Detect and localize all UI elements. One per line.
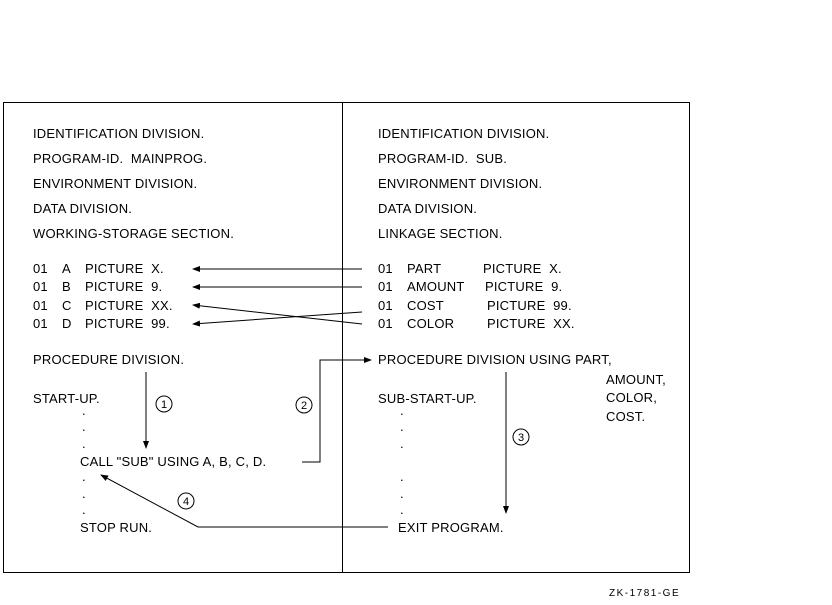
- call-statement: CALL "SUB" USING A, B, C, D.: [80, 454, 267, 469]
- item-name: AMOUNT: [407, 279, 465, 294]
- arrow-step-2: [302, 357, 372, 463]
- ellipsis-dot: .: [82, 486, 86, 501]
- step-4-marker: 4: [177, 492, 195, 510]
- item-picture: PICTURE 99.: [487, 298, 572, 313]
- svg-text:3: 3: [518, 432, 524, 444]
- level: 01: [378, 316, 393, 331]
- main-working-storage: WORKING-STORAGE SECTION.: [33, 226, 235, 241]
- using-param: AMOUNT,: [606, 372, 666, 387]
- item-picture: PICTURE 99.: [85, 316, 170, 331]
- main-data-division: DATA DIVISION.: [33, 201, 133, 216]
- item-picture: PICTURE 9.: [485, 279, 563, 294]
- ellipsis-dot: .: [400, 469, 404, 484]
- level: 01: [378, 261, 393, 276]
- item-name: C: [62, 298, 72, 313]
- sub-procedure-division: PROCEDURE DIVISION USING PART,: [378, 352, 612, 367]
- item-name: B: [62, 279, 71, 294]
- step-2-marker: 2: [295, 396, 313, 414]
- svg-text:4: 4: [183, 496, 189, 508]
- step-1-marker: 1: [155, 395, 173, 413]
- ellipsis-dot: .: [400, 502, 404, 517]
- figure-caption: ZK-1781-GE: [609, 588, 681, 599]
- arrow-step-4: [100, 474, 388, 528]
- ellipsis-dot: .: [400, 486, 404, 501]
- main-identification: IDENTIFICATION DIVISION.: [33, 126, 205, 141]
- ellipsis-dot: .: [400, 436, 404, 451]
- sub-paragraph: SUB-START-UP.: [378, 391, 477, 406]
- arrow-cost-to-d: [192, 311, 363, 327]
- main-program-id: PROGRAM-ID. MAINPROG.: [33, 151, 208, 166]
- item-name: COST: [407, 298, 444, 313]
- level: 01: [33, 261, 48, 276]
- level: 01: [33, 279, 48, 294]
- ellipsis-dot: .: [82, 502, 86, 517]
- item-name: COLOR: [407, 316, 455, 331]
- ellipsis-dot: .: [400, 419, 404, 434]
- item-picture: PICTURE X.: [483, 261, 562, 276]
- svg-text:1: 1: [161, 399, 167, 411]
- main-procedure-division: PROCEDURE DIVISION.: [33, 352, 185, 367]
- level: 01: [378, 298, 393, 313]
- using-param: COST.: [606, 409, 646, 424]
- item-picture: PICTURE XX.: [487, 316, 575, 331]
- main-environment: ENVIRONMENT DIVISION.: [33, 176, 198, 191]
- item-picture: PICTURE XX.: [85, 298, 173, 313]
- item-name: PART: [407, 261, 442, 276]
- item-picture: PICTURE 9.: [85, 279, 163, 294]
- item-picture: PICTURE X.: [85, 261, 164, 276]
- exit-program: EXIT PROGRAM.: [398, 520, 504, 535]
- svg-text:2: 2: [301, 400, 307, 412]
- ellipsis-dot: .: [400, 403, 404, 418]
- item-name: A: [62, 261, 71, 276]
- level: 01: [33, 298, 48, 313]
- ellipsis-dot: .: [82, 419, 86, 434]
- item-name: D: [62, 316, 72, 331]
- sub-environment: ENVIRONMENT DIVISION.: [378, 176, 543, 191]
- sub-linkage-section: LINKAGE SECTION.: [378, 226, 503, 241]
- ellipsis-dot: .: [82, 403, 86, 418]
- level: 01: [33, 316, 48, 331]
- sub-program-id: PROGRAM-ID. SUB.: [378, 151, 508, 166]
- sub-data-division: DATA DIVISION.: [378, 201, 478, 216]
- outer-frame: [3, 102, 690, 573]
- step-3-marker: 3: [512, 428, 530, 446]
- ellipsis-dot: .: [82, 436, 86, 451]
- sub-identification: IDENTIFICATION DIVISION.: [378, 126, 550, 141]
- level: 01: [378, 279, 393, 294]
- arrow-color-to-c: [192, 302, 363, 325]
- main-paragraph: START-UP.: [33, 391, 100, 406]
- using-param: COLOR,: [606, 390, 658, 405]
- stop-run: STOP RUN.: [80, 520, 153, 535]
- ellipsis-dot: .: [82, 469, 86, 484]
